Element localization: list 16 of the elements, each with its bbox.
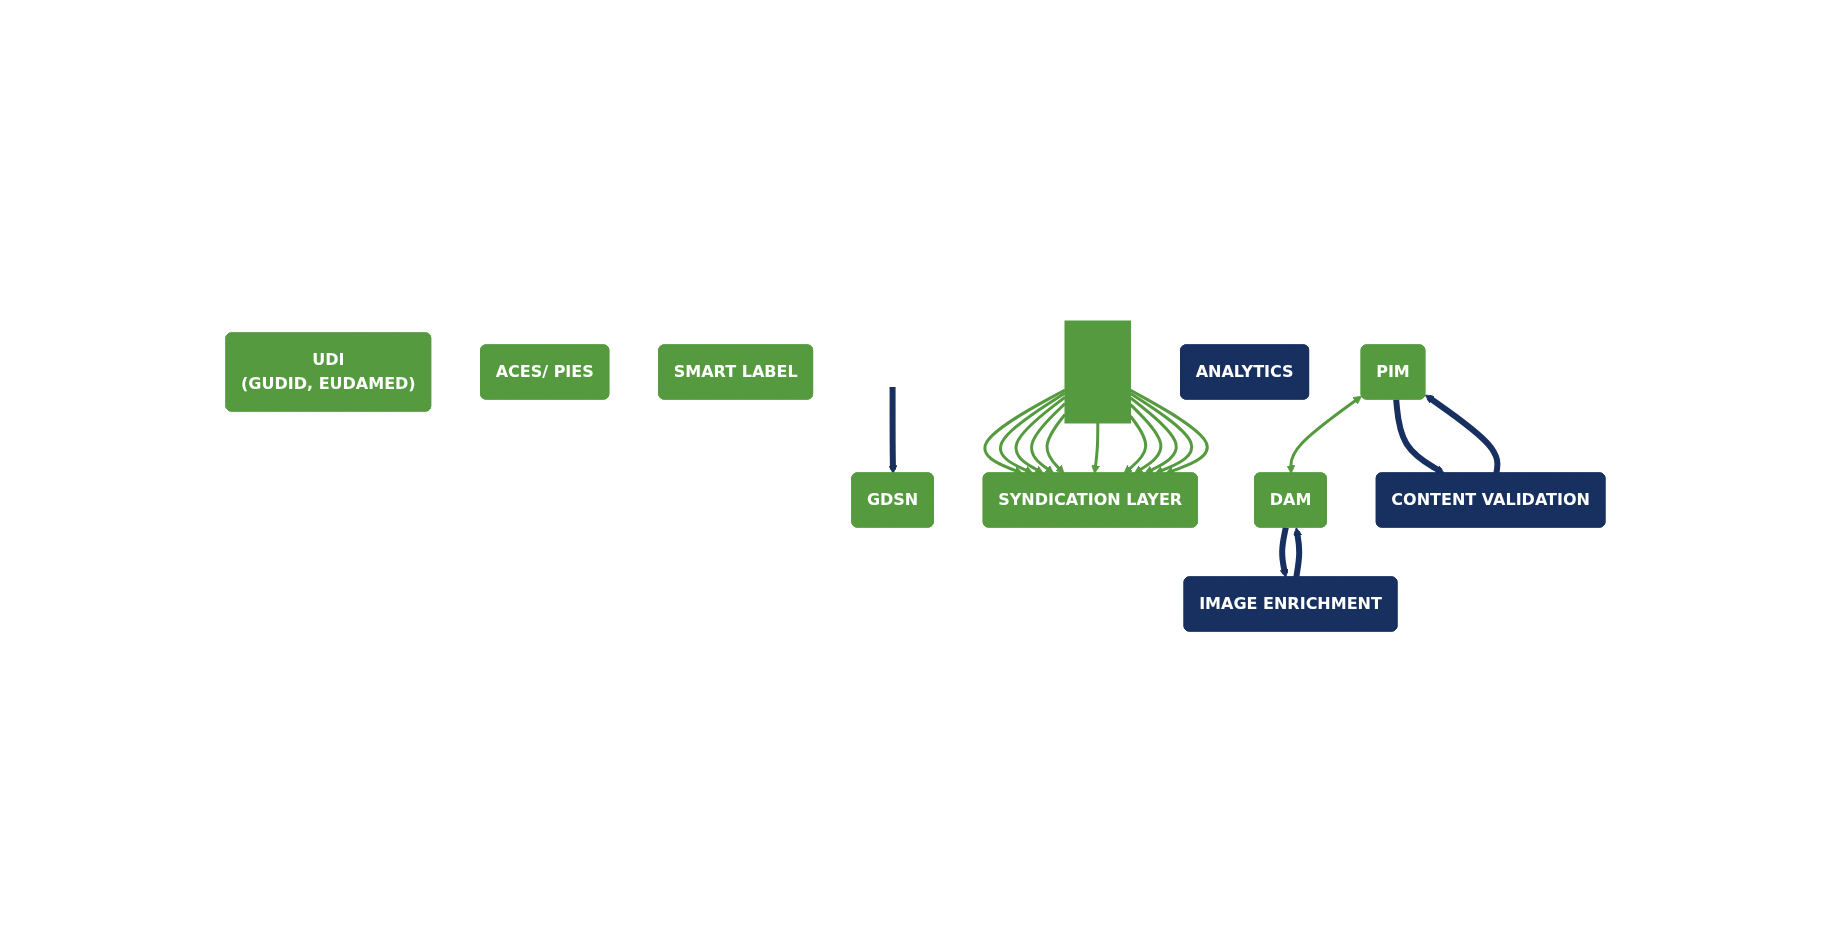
arrow: [1045, 412, 1067, 474]
arrow: [1293, 526, 1303, 578]
arrow: [1123, 414, 1148, 474]
arrow: [1091, 422, 1101, 474]
arrow: [999, 391, 1066, 474]
arrow: [1129, 403, 1163, 474]
arrow: [1129, 391, 1194, 474]
arrow: [1030, 402, 1067, 474]
arrow: [1286, 395, 1362, 474]
arrow: [1014, 395, 1066, 474]
arrow: [1129, 396, 1178, 474]
node-bar: [1064, 320, 1132, 423]
arrow: [1279, 526, 1289, 578]
arrow: [1393, 398, 1445, 474]
arrow: [1424, 394, 1501, 474]
arrow: [888, 386, 898, 474]
